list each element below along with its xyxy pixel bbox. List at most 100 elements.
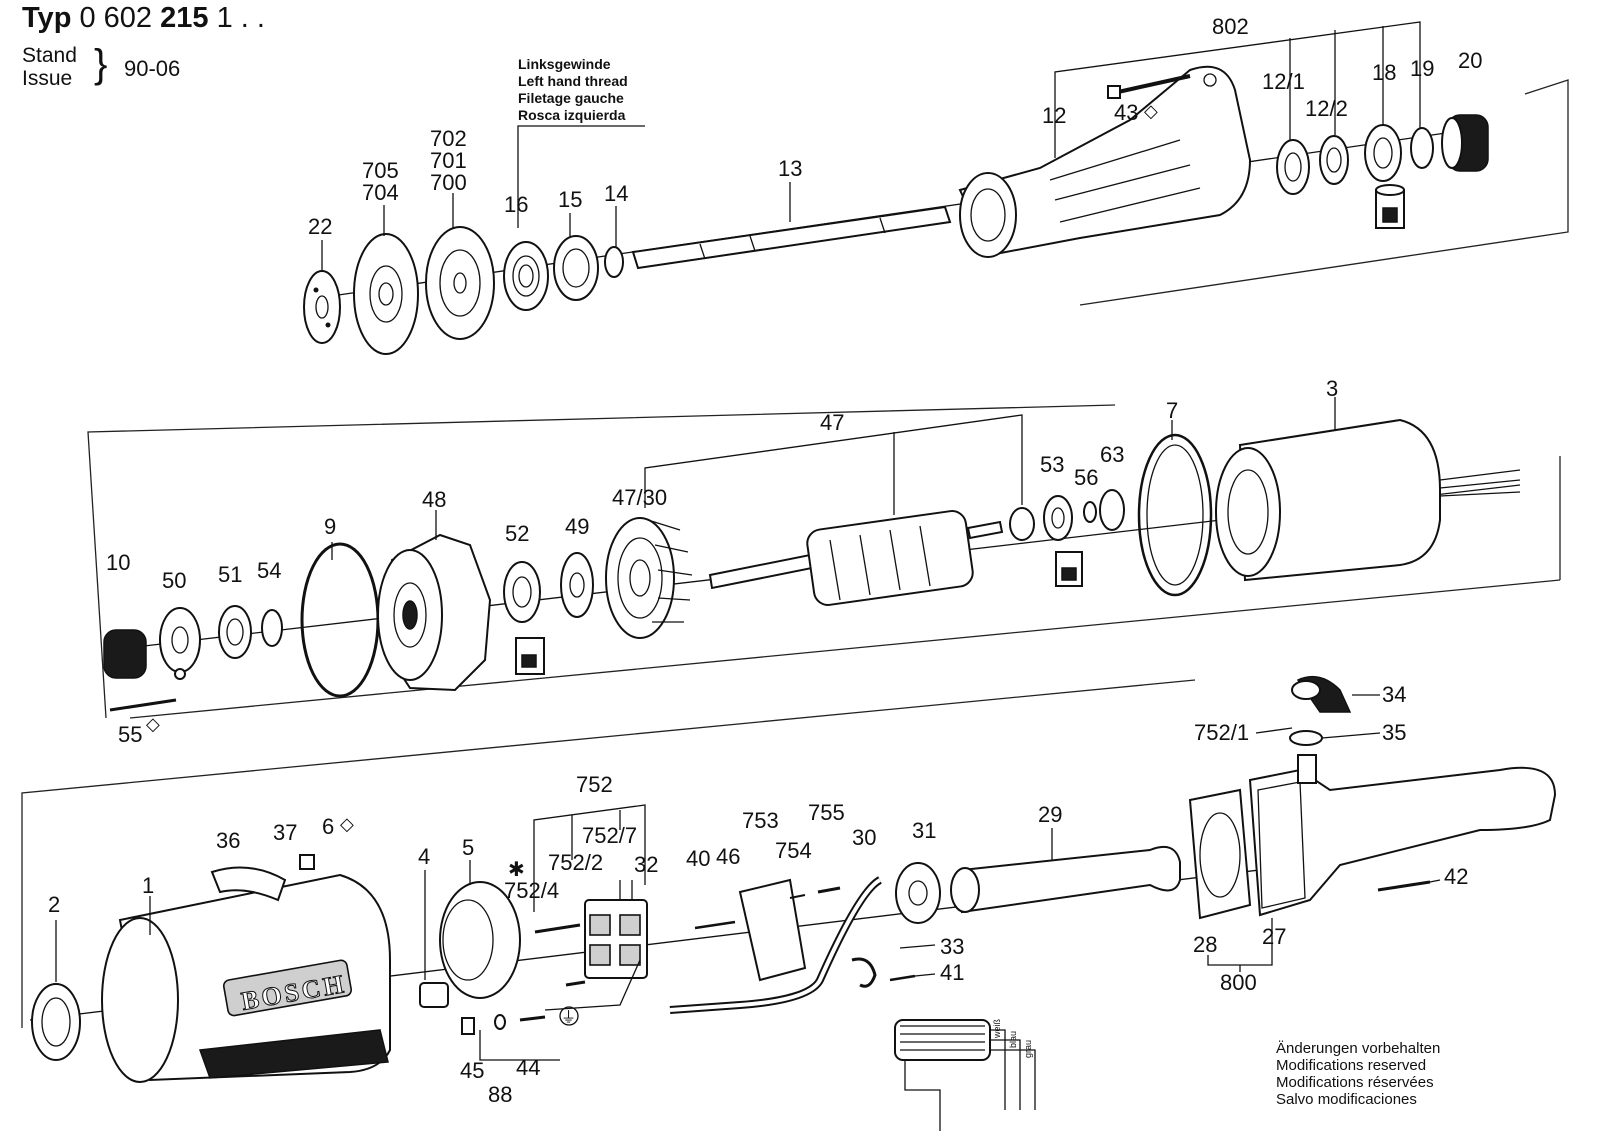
mod-line-es: Salvo modificaciones — [1276, 1091, 1417, 1108]
row3-group: BOSCH — [21, 675, 1557, 1131]
part-754-screw — [789, 894, 806, 899]
part-7-ring — [1137, 433, 1213, 597]
issue-label: Issue — [22, 67, 73, 90]
part-51-ring — [218, 605, 252, 659]
part-27-handle — [1248, 754, 1557, 917]
wire-label-grey: grau — [1023, 1040, 1033, 1058]
part-52-bearing — [503, 561, 545, 675]
part-3-field-housing — [1215, 418, 1521, 582]
label-9: 9 — [324, 514, 336, 539]
label-46: 46 — [716, 844, 740, 869]
part-88-washer — [494, 1014, 506, 1030]
part-29-cable-sleeve — [950, 846, 1181, 914]
part-700-wheel — [425, 226, 495, 340]
part-41-screw — [889, 974, 916, 982]
part-1-motor-housing: BOSCH — [101, 873, 391, 1083]
label-6: 6 — [322, 814, 334, 839]
label-29: 29 — [1038, 802, 1062, 827]
label-19: 19 — [1410, 56, 1434, 81]
row3-frame — [21, 679, 1196, 1028]
note-line-de: Linksgewinde — [518, 56, 611, 72]
note-line-fr: Filetage gauche — [518, 90, 624, 106]
label-12-2: 12/2 — [1305, 96, 1348, 121]
star-marker-icon: ✱ — [508, 857, 525, 881]
wire-label-white: weiß — [992, 1018, 1002, 1039]
label-752-7: 752/7 — [582, 823, 637, 848]
label-35: 35 — [1382, 720, 1406, 745]
label-51: 51 — [218, 562, 242, 587]
label-705: 705 — [362, 158, 399, 183]
label-37: 37 — [273, 820, 297, 845]
label-16: 16 — [504, 192, 528, 217]
row1-group — [303, 21, 1569, 355]
label-12-1: 12/1 — [1262, 69, 1305, 94]
part-47-armature — [708, 507, 1035, 606]
part-28-gasket — [1188, 788, 1252, 920]
diamond-55-icon: ◇ — [146, 714, 160, 735]
part-19-ring — [1410, 127, 1434, 169]
label-1: 1 — [142, 873, 154, 898]
part-18-bearing — [1364, 124, 1402, 182]
label-32: 32 — [634, 852, 658, 877]
label-802: 802 — [1212, 14, 1249, 39]
thread-note-bracket — [517, 125, 645, 228]
part-56-ring — [1083, 501, 1097, 523]
type-header: Typ 0 602 215 1 . . — [22, 2, 265, 35]
stand-label: Stand — [22, 44, 77, 67]
grease-can-icon — [1375, 184, 1405, 229]
label-52: 52 — [505, 521, 529, 546]
label-752: 752 — [576, 772, 613, 797]
label-7: 7 — [1166, 398, 1178, 423]
label-752-4: 752/4 — [504, 878, 559, 903]
part-44-screw — [519, 1015, 546, 1022]
label-31: 31 — [912, 818, 936, 843]
part-755-screw — [817, 886, 841, 894]
part-33-clamp — [851, 957, 877, 988]
part-35-washer — [1289, 730, 1323, 746]
part-50-flange — [159, 607, 201, 680]
part-752-4-screw — [534, 923, 581, 934]
label-27: 27 — [1262, 924, 1286, 949]
typ-number-prefix: 0 602 — [79, 2, 153, 34]
part-63-ring — [1099, 489, 1125, 531]
part-22-flange-nut — [303, 270, 341, 344]
part-45-terminal — [461, 1017, 475, 1035]
part-55-screw — [109, 698, 177, 712]
row2-group — [87, 397, 1561, 719]
part-48-bearing-flange — [377, 533, 492, 692]
note-line-en: Left hand thread — [518, 73, 628, 89]
label-20: 20 — [1458, 48, 1482, 73]
part-14-ring — [604, 246, 624, 278]
typ-label: Typ — [22, 2, 72, 34]
label-755: 755 — [808, 800, 845, 825]
part-15-bearing — [553, 235, 599, 301]
label-4: 4 — [418, 844, 430, 869]
label-3: 3 — [1326, 376, 1338, 401]
ground-symbol-icon: ⏚ — [561, 1008, 576, 1026]
part-5-cap — [439, 881, 521, 999]
label-800: 800 — [1220, 970, 1257, 995]
label-88: 88 — [488, 1082, 512, 1107]
part-12-1-ring — [1276, 139, 1310, 195]
typ-number-main: 215 — [160, 2, 209, 34]
label-28: 28 — [1193, 932, 1217, 957]
part-31-grommet — [895, 862, 941, 924]
part-10-pinion — [103, 629, 147, 679]
label-18: 18 — [1372, 60, 1396, 85]
label-41: 41 — [940, 960, 964, 985]
diamond-43-icon: ◇ — [1144, 101, 1158, 122]
typ-number-suffix: 1 . . — [216, 2, 265, 34]
part-12-2-ring — [1319, 135, 1349, 185]
bracket-752 — [533, 804, 646, 912]
label-14: 14 — [604, 181, 628, 206]
label-42: 42 — [1444, 864, 1468, 889]
label-13: 13 — [778, 156, 802, 181]
part-4-clip — [419, 982, 449, 1008]
label-43: 43 — [1114, 100, 1138, 125]
label-22: 22 — [308, 214, 332, 239]
label-63: 63 — [1100, 442, 1124, 467]
part-42-screw — [1377, 880, 1431, 892]
label-701: 701 — [430, 148, 467, 173]
label-54: 54 — [257, 558, 281, 583]
part-43-screw — [1107, 74, 1191, 99]
